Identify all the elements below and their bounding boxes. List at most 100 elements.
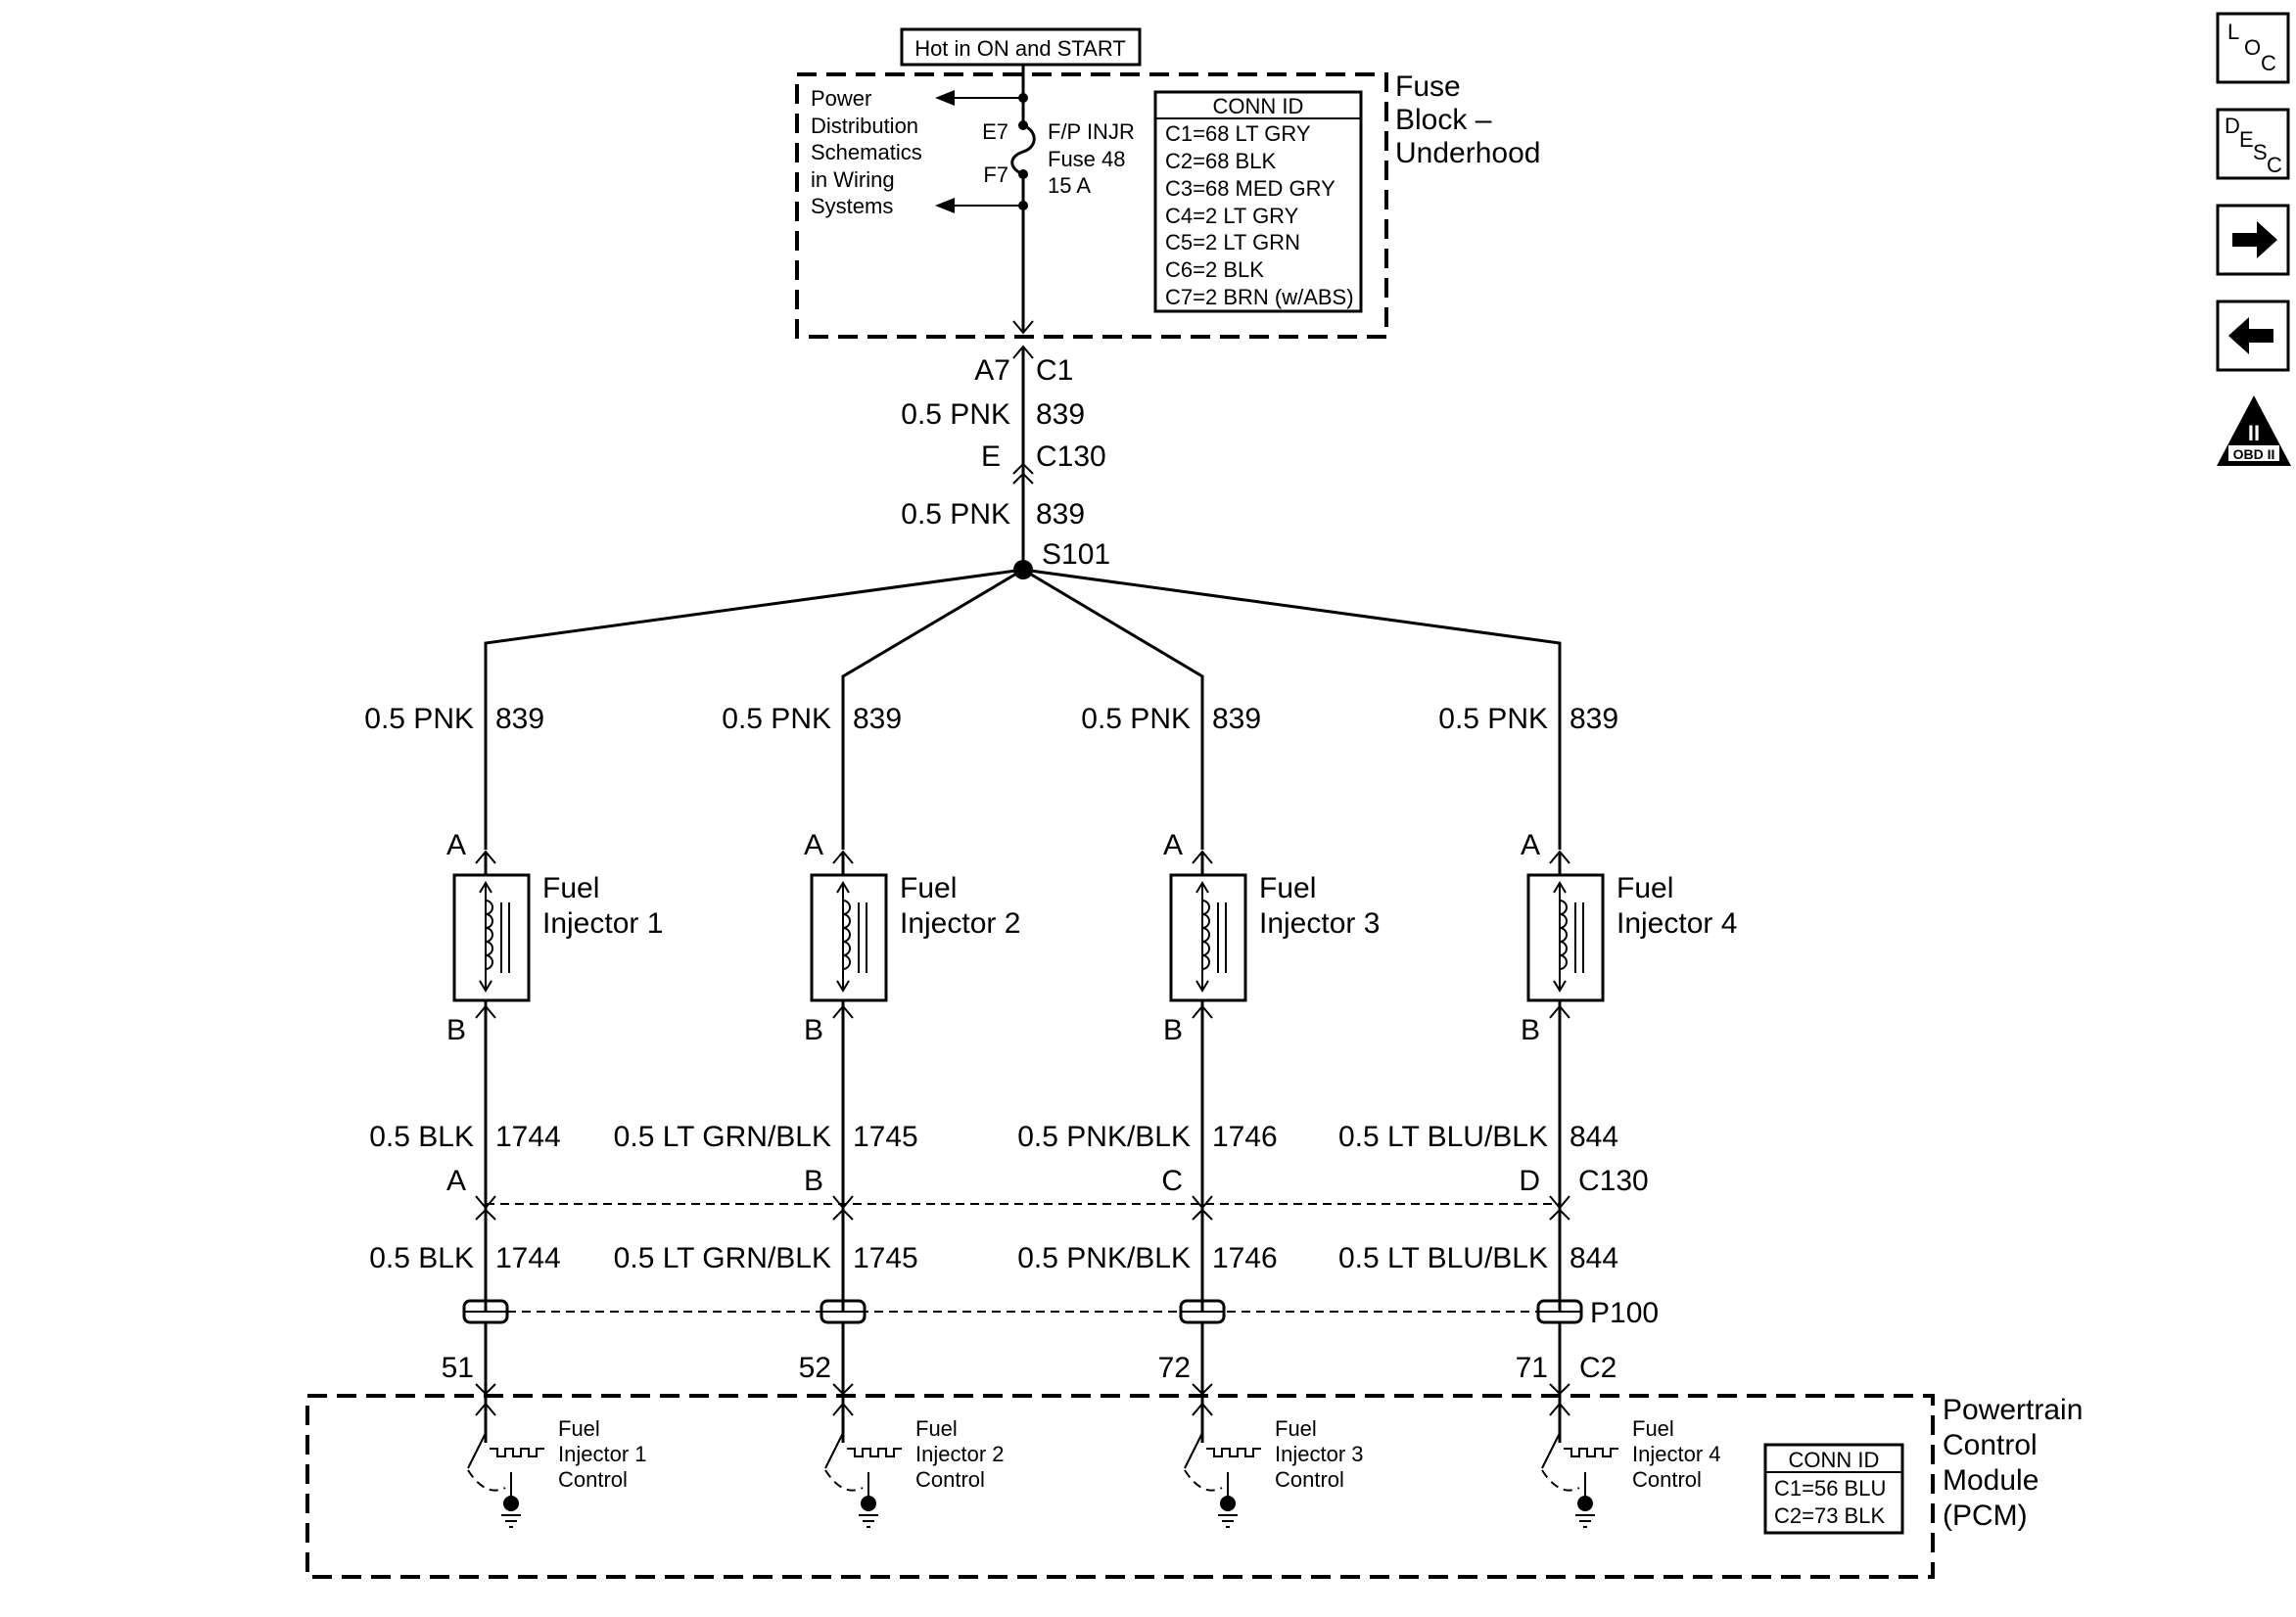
pulse-signal-icon	[847, 1448, 902, 1457]
injector-c130-pin: C	[1161, 1165, 1183, 1197]
injector-feed-circuit: 839	[1212, 703, 1261, 735]
injector-feed-circuit: 839	[495, 703, 544, 735]
pcm-switch	[467, 1432, 487, 1469]
injector-pin-a: A	[1163, 829, 1183, 861]
pcm-control-label: Injector 2	[915, 1442, 1005, 1466]
fuse-block-name-2: Block –	[1395, 104, 1492, 136]
injector-name: Fuel	[1259, 872, 1316, 904]
fuse-conn-id-row: C4=2 LT GRY	[1165, 204, 1299, 228]
power-distribution-ref-1: Power	[811, 86, 871, 111]
injector-feed-color: 0.5 PNK	[1438, 703, 1548, 735]
fuse-symbol	[1010, 123, 1036, 176]
injector-name: Fuel	[1617, 872, 1673, 904]
pcm-name-2: Control	[1943, 1429, 2038, 1461]
fuse-name-2: Fuse 48	[1048, 147, 1126, 171]
feed-c130-label: C130	[1036, 440, 1106, 473]
obd-button[interactable]: II OBD II	[2217, 395, 2291, 466]
p100-label: P100	[1590, 1297, 1659, 1329]
description-button[interactable]: D E S C	[2216, 108, 2290, 180]
injector-2-circuit: 0.5 PNK 839 A Fuel Injector 2 B 0.5 LT G…	[614, 703, 1020, 1528]
injector-name: Injector 1	[542, 907, 663, 940]
feed-pin: A7	[974, 354, 1010, 387]
injector-ctrl-color-2: 0.5 PNK/BLK	[1017, 1242, 1191, 1274]
fuse-terminal-in: E7	[982, 119, 1008, 144]
fuse-terminal-out: F7	[983, 162, 1008, 187]
feed-c130-pin: E	[981, 440, 1001, 473]
feed-wire1-color: 0.5 PNK	[901, 398, 1010, 431]
fuse-block-boundary	[795, 72, 1388, 339]
injector-4-circuit: 0.5 PNK 839 A Fuel Injector 4 B 0.5 LT B…	[1338, 703, 1737, 1528]
feed-wire2-color: 0.5 PNK	[901, 498, 1010, 531]
pcm-connector-label: C2	[1579, 1352, 1617, 1384]
pcm-control-label: Fuel	[558, 1416, 600, 1441]
pcm-control-label: Injector 1	[558, 1442, 647, 1466]
ground-icon	[1577, 1496, 1593, 1511]
fuse-conn-id-row: C1=68 LT GRY	[1165, 121, 1311, 146]
pcm-switch	[824, 1432, 844, 1469]
pcm-conn-id-row: C2=73 BLK	[1774, 1503, 1885, 1528]
location-button[interactable]: L O C	[2216, 12, 2290, 84]
pulse-signal-icon	[1564, 1448, 1618, 1457]
injector-pin-b: B	[446, 1014, 466, 1046]
injector-ctrl-circuit-2: 1745	[853, 1242, 918, 1274]
injector-1-circuit: 0.5 PNK 839 A Fuel Injector 1 B 0.5 BLK …	[364, 703, 663, 1528]
fuse-name-1: F/P INJR	[1048, 119, 1135, 144]
fuse-conn-id-row: C6=2 BLK	[1165, 257, 1264, 282]
injector-ctrl-color-2: 0.5 BLK	[369, 1242, 474, 1274]
injector-c130-pin: A	[446, 1165, 466, 1197]
description-icon	[2216, 108, 2290, 180]
location-icon-letter: L	[2227, 20, 2239, 44]
pcm-control-label: Control	[1632, 1467, 1702, 1492]
power-distribution-ref-2: Distribution	[811, 114, 918, 138]
ground-icon	[861, 1496, 876, 1511]
feed-wire2-circuit: 839	[1036, 498, 1085, 531]
fuse-conn-id-row: C2=68 BLK	[1165, 149, 1276, 173]
pcm-boundary	[305, 1394, 1935, 1579]
description-icon-letter: D	[2225, 114, 2240, 138]
pcm-pin: 72	[1158, 1352, 1191, 1384]
next-button[interactable]	[2216, 204, 2290, 276]
feed-wire1-circuit: 839	[1036, 398, 1085, 431]
obd-warning-sublabel: OBD II	[2233, 446, 2275, 462]
pcm-conn-id-row: C1=56 BLU	[1774, 1476, 1886, 1501]
description-icon-letter: S	[2253, 140, 2268, 164]
injector-feed-circuit: 839	[1570, 703, 1618, 735]
injector-ctrl-color-2: 0.5 LT GRN/BLK	[614, 1242, 831, 1274]
injector-pin-a: A	[1521, 829, 1540, 861]
injector-ctrl-circuit: 1744	[495, 1121, 561, 1153]
fuse-name-3: 15 A	[1048, 173, 1091, 198]
injector-body	[1526, 873, 1605, 1002]
previous-button[interactable]	[2216, 300, 2290, 372]
injector-pin-a: A	[446, 829, 466, 861]
power-label-box	[900, 27, 1142, 67]
pcm-name-4: (PCM)	[1943, 1500, 2028, 1532]
feed-connector: C1	[1036, 354, 1073, 387]
pulse-signal-icon	[490, 1448, 544, 1457]
pcm-name-1: Powertrain	[1943, 1394, 2083, 1426]
injector-ctrl-circuit: 844	[1570, 1121, 1618, 1153]
location-icon-letter: O	[2244, 35, 2261, 60]
fuse-conn-id-table	[1153, 90, 1363, 313]
injector-ctrl-circuit-2: 1746	[1212, 1242, 1278, 1274]
pcm-control-label: Injector 4	[1632, 1442, 1721, 1466]
injector-name: Injector 4	[1617, 907, 1737, 940]
injector-pin-b: B	[1521, 1014, 1540, 1046]
pd-arrow-upper	[935, 90, 955, 106]
previous-arrow-icon	[2228, 317, 2273, 354]
fuse-conn-id-row: C3=68 MED GRY	[1165, 176, 1335, 201]
obd-warning-label: II	[2248, 421, 2260, 445]
injector-coil-icon	[1559, 900, 1568, 970]
injector-pin-b: B	[1163, 1014, 1183, 1046]
injector-body	[452, 873, 531, 1002]
location-icon-letter: C	[2261, 51, 2276, 75]
injector-coil-icon	[1201, 900, 1210, 970]
location-icon	[2216, 12, 2290, 84]
injector-name: Injector 2	[900, 907, 1020, 940]
injector-body	[810, 873, 888, 1002]
injector-pin-a: A	[804, 829, 823, 861]
pcm-control-label: Injector 3	[1275, 1442, 1364, 1466]
pcm-pin: 71	[1516, 1352, 1548, 1384]
injector-c130-pin: D	[1519, 1165, 1540, 1197]
injector-ctrl-circuit-2: 844	[1570, 1242, 1618, 1274]
